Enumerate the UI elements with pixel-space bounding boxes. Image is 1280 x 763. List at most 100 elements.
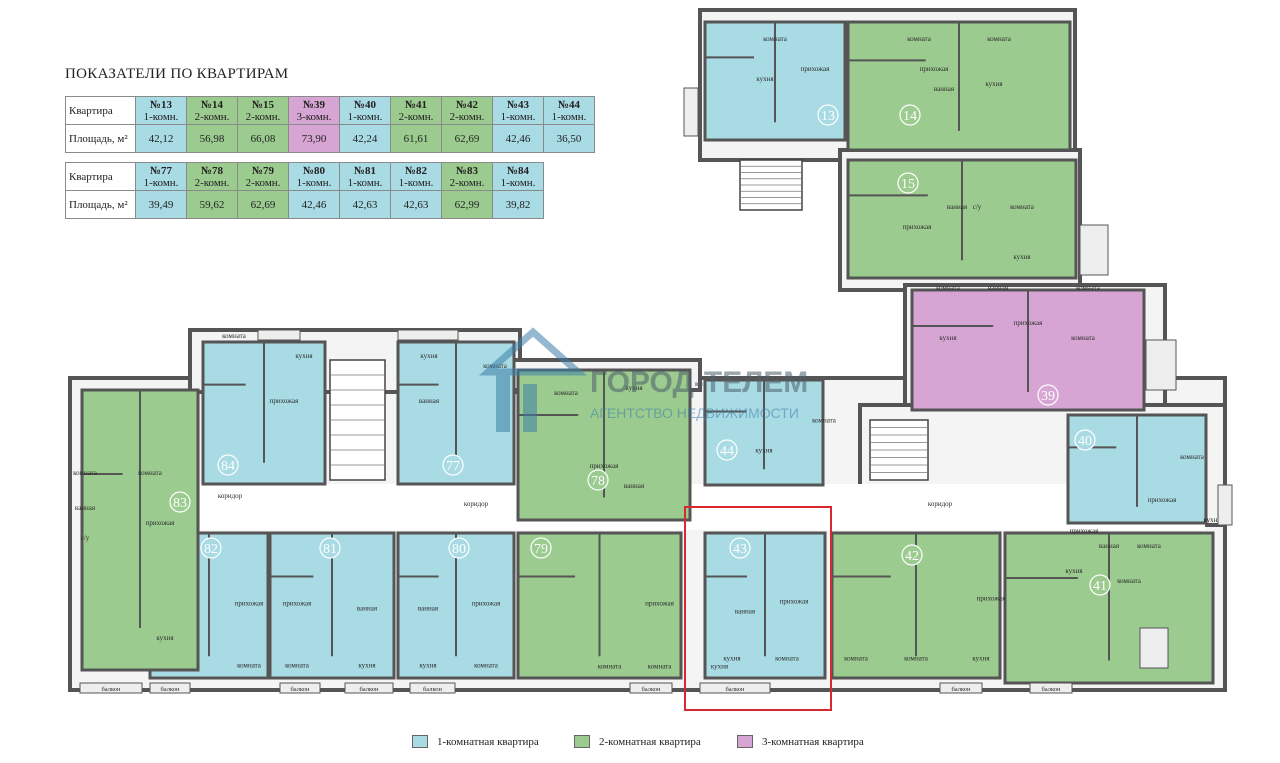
apartment-number-badge: 14 <box>899 104 921 126</box>
apartment-number: №41 <box>404 98 428 111</box>
room-label: комната <box>598 663 623 671</box>
balcony <box>1079 224 1109 276</box>
room-label: комната <box>474 662 499 670</box>
apartment-number-badge: 43 <box>729 537 751 559</box>
legend-label: 3-комнатная квартира <box>762 735 864 748</box>
balcony: балкон <box>344 682 394 694</box>
apartment-type: 1-комн. <box>500 176 536 189</box>
apartment-type: 1-комн. <box>500 110 536 123</box>
watermark-subtitle: АГЕНТСТВО НЕДВИЖИМОСТИ <box>590 405 799 421</box>
room-label: прихожая <box>590 462 619 470</box>
apartment-area: 62,69 <box>441 124 493 153</box>
room-label: комната <box>904 655 929 663</box>
apartment-area: 73,90 <box>288 124 340 153</box>
apartment-number-badge: 42 <box>901 544 923 566</box>
apartment-area: 66,08 <box>237 124 289 153</box>
legend-label: 1-комнатная квартира <box>437 735 539 748</box>
apartment-number: №15 <box>251 98 275 111</box>
corridor-label: коридор <box>218 492 243 500</box>
staircase <box>329 359 386 481</box>
apartment-number-badge: 80 <box>448 537 470 559</box>
apartment-number-badge: 81 <box>319 537 341 559</box>
room-label: прихожая <box>645 600 674 608</box>
apartment-number-badge: 84 <box>217 454 239 476</box>
highlighted-apartment-frame <box>684 506 832 711</box>
room-label: ванная <box>1099 542 1120 550</box>
room-label: комната <box>1071 334 1096 342</box>
balcony-label: балкон <box>725 686 745 693</box>
balcony <box>1217 484 1233 526</box>
room-label: ванная <box>735 608 756 616</box>
apartment-number-label: 83 <box>173 496 187 511</box>
room-label: с/у <box>973 203 982 211</box>
balcony: балкон <box>939 682 983 694</box>
apartment-type: 1-комн. <box>296 176 332 189</box>
apartment-type: 2-комн. <box>194 110 230 123</box>
apartment-80: ванная прихожая кухня комната 80 <box>396 531 516 680</box>
apartment-number-label: 79 <box>534 542 548 557</box>
room-label: комната <box>554 389 579 397</box>
room-label: кухня <box>295 352 313 360</box>
balcony <box>683 87 699 137</box>
apartment-number-badge: 77 <box>442 454 464 476</box>
apartment-type: 1-комн. <box>398 176 434 189</box>
apartment-number-badge: 79 <box>530 537 552 559</box>
apartment-area: 36,50 <box>543 124 595 153</box>
apartment-number: №82 <box>404 164 428 177</box>
room-label: ванная <box>418 605 439 613</box>
balcony: балкон <box>699 682 771 694</box>
room-label: прихожая <box>472 600 501 608</box>
room-label: комната <box>1010 203 1035 211</box>
room-label: комната <box>1117 577 1142 585</box>
balcony: балкон <box>1029 682 1073 694</box>
apartment-number-badge: 82 <box>200 537 222 559</box>
legend-swatch <box>574 735 590 748</box>
apartment-type: 2-комн. <box>245 110 281 123</box>
room-label: ванная <box>947 203 968 211</box>
legend-item-one-room: 1-комнатная квартира <box>412 735 539 748</box>
room-label: прихожая <box>146 519 175 527</box>
room-label: кухня <box>156 634 174 642</box>
apartment-type: 1-комн. <box>347 110 383 123</box>
balcony: балкон <box>409 682 456 694</box>
apartment-number-badge: 40 <box>1074 429 1096 451</box>
balcony-label: балкон <box>951 686 971 693</box>
room-label: ванная <box>624 482 645 490</box>
apartment-type: 2-комн. <box>449 176 485 189</box>
balcony-label: балкон <box>423 686 443 693</box>
room-label: комната <box>1076 284 1101 292</box>
apartment-number-badge: 41 <box>1089 574 1111 596</box>
apartment-number: №44 <box>557 98 581 111</box>
apartment-area: 42,24 <box>339 124 391 153</box>
balcony: балкон <box>279 682 321 694</box>
apartment-area: 39,49 <box>135 190 187 219</box>
room-label: кухня <box>419 662 437 670</box>
room-label: комната <box>936 284 961 292</box>
apartment-number-badge: 15 <box>897 172 919 194</box>
balcony <box>397 329 459 341</box>
apartment-type: 2-комн. <box>449 110 485 123</box>
apartment-number-label: 44 <box>720 444 734 459</box>
apartment-number-label: 41 <box>1093 579 1107 594</box>
room-label: прихожая <box>283 600 312 608</box>
apartment-area: 56,98 <box>186 124 238 153</box>
room-label: кухня <box>939 334 957 342</box>
apartment-number-label: 80 <box>452 542 466 557</box>
